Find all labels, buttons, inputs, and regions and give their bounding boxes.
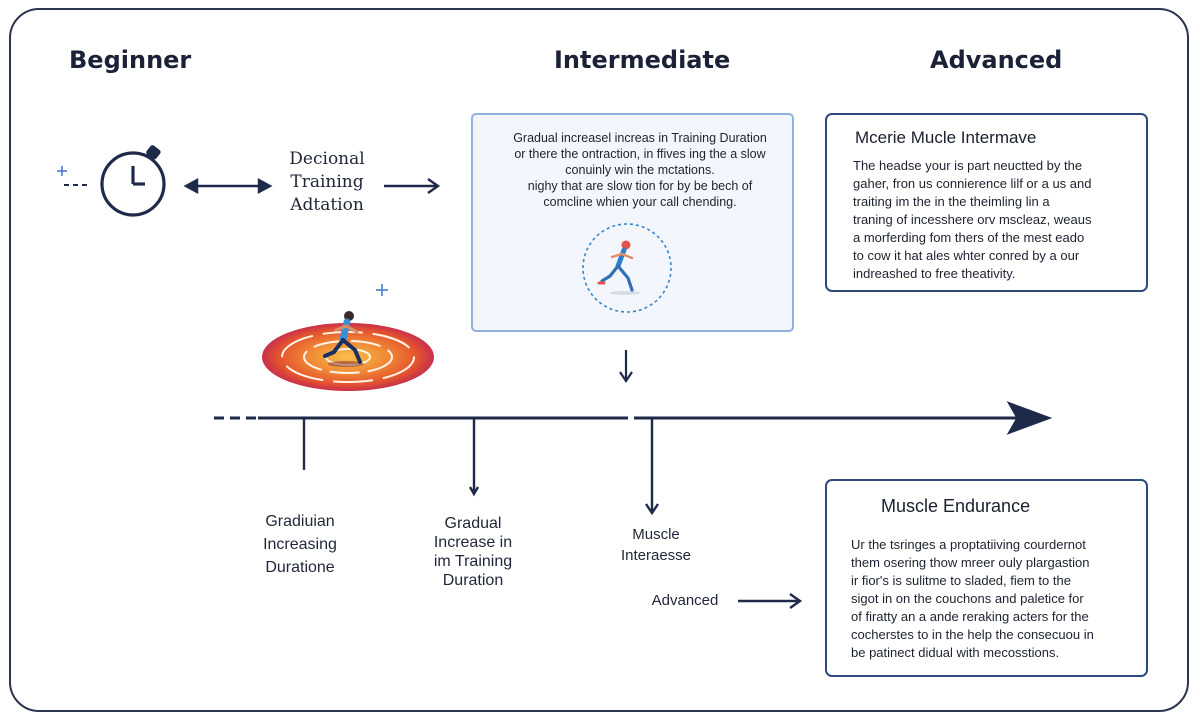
stopwatch-icon	[100, 145, 166, 217]
stage-beginner: Beginner	[69, 46, 192, 74]
stage-advanced: Advanced	[930, 46, 1063, 74]
runner-target-icon	[262, 311, 434, 391]
endurance-box-title: Muscle Endurance	[881, 496, 1031, 516]
endurance-box: Muscle Endurance Ur the tsringes a propt…	[825, 479, 1148, 677]
timeline-label-3: Muscle Interaesse	[620, 526, 692, 564]
endurance-box-text: Ur the tsringes a proptatiiving courdern…	[851, 537, 1094, 660]
timeline-tick	[645, 418, 659, 516]
timeline-advanced-label: Advanced	[651, 592, 719, 609]
timeline-tick	[468, 418, 480, 497]
diagram-frame	[9, 8, 1189, 712]
arrow-right	[384, 178, 441, 194]
plus-icon	[57, 166, 67, 176]
intermediate-box: Gradual increasel increas in Training Du…	[471, 113, 794, 332]
arrow-down	[619, 350, 633, 383]
runner-circle-icon	[582, 223, 672, 313]
timeline-label-2: Gradual Increase in im Training Duration	[433, 515, 513, 589]
advanced-box: Mcerie Mucle Intermave The headse your i…	[825, 113, 1148, 292]
double-arrow	[183, 177, 273, 195]
timeline-label-1: Gradiuian Increasing Duratione	[263, 513, 337, 576]
stage-intermediate: Intermediate	[554, 46, 731, 74]
plus-icon	[376, 284, 388, 296]
advanced-box-text: The headse your is part neuctted by the …	[853, 158, 1092, 281]
arrow-right	[738, 593, 803, 609]
timeline-axis	[214, 401, 1053, 435]
intermediate-box-text: Gradual increasel increas in Training Du…	[513, 131, 767, 209]
training-adaptation-label: Decional Training Adtation	[289, 149, 365, 215]
advanced-box-title: Mcerie Mucle Intermave	[855, 128, 1037, 147]
